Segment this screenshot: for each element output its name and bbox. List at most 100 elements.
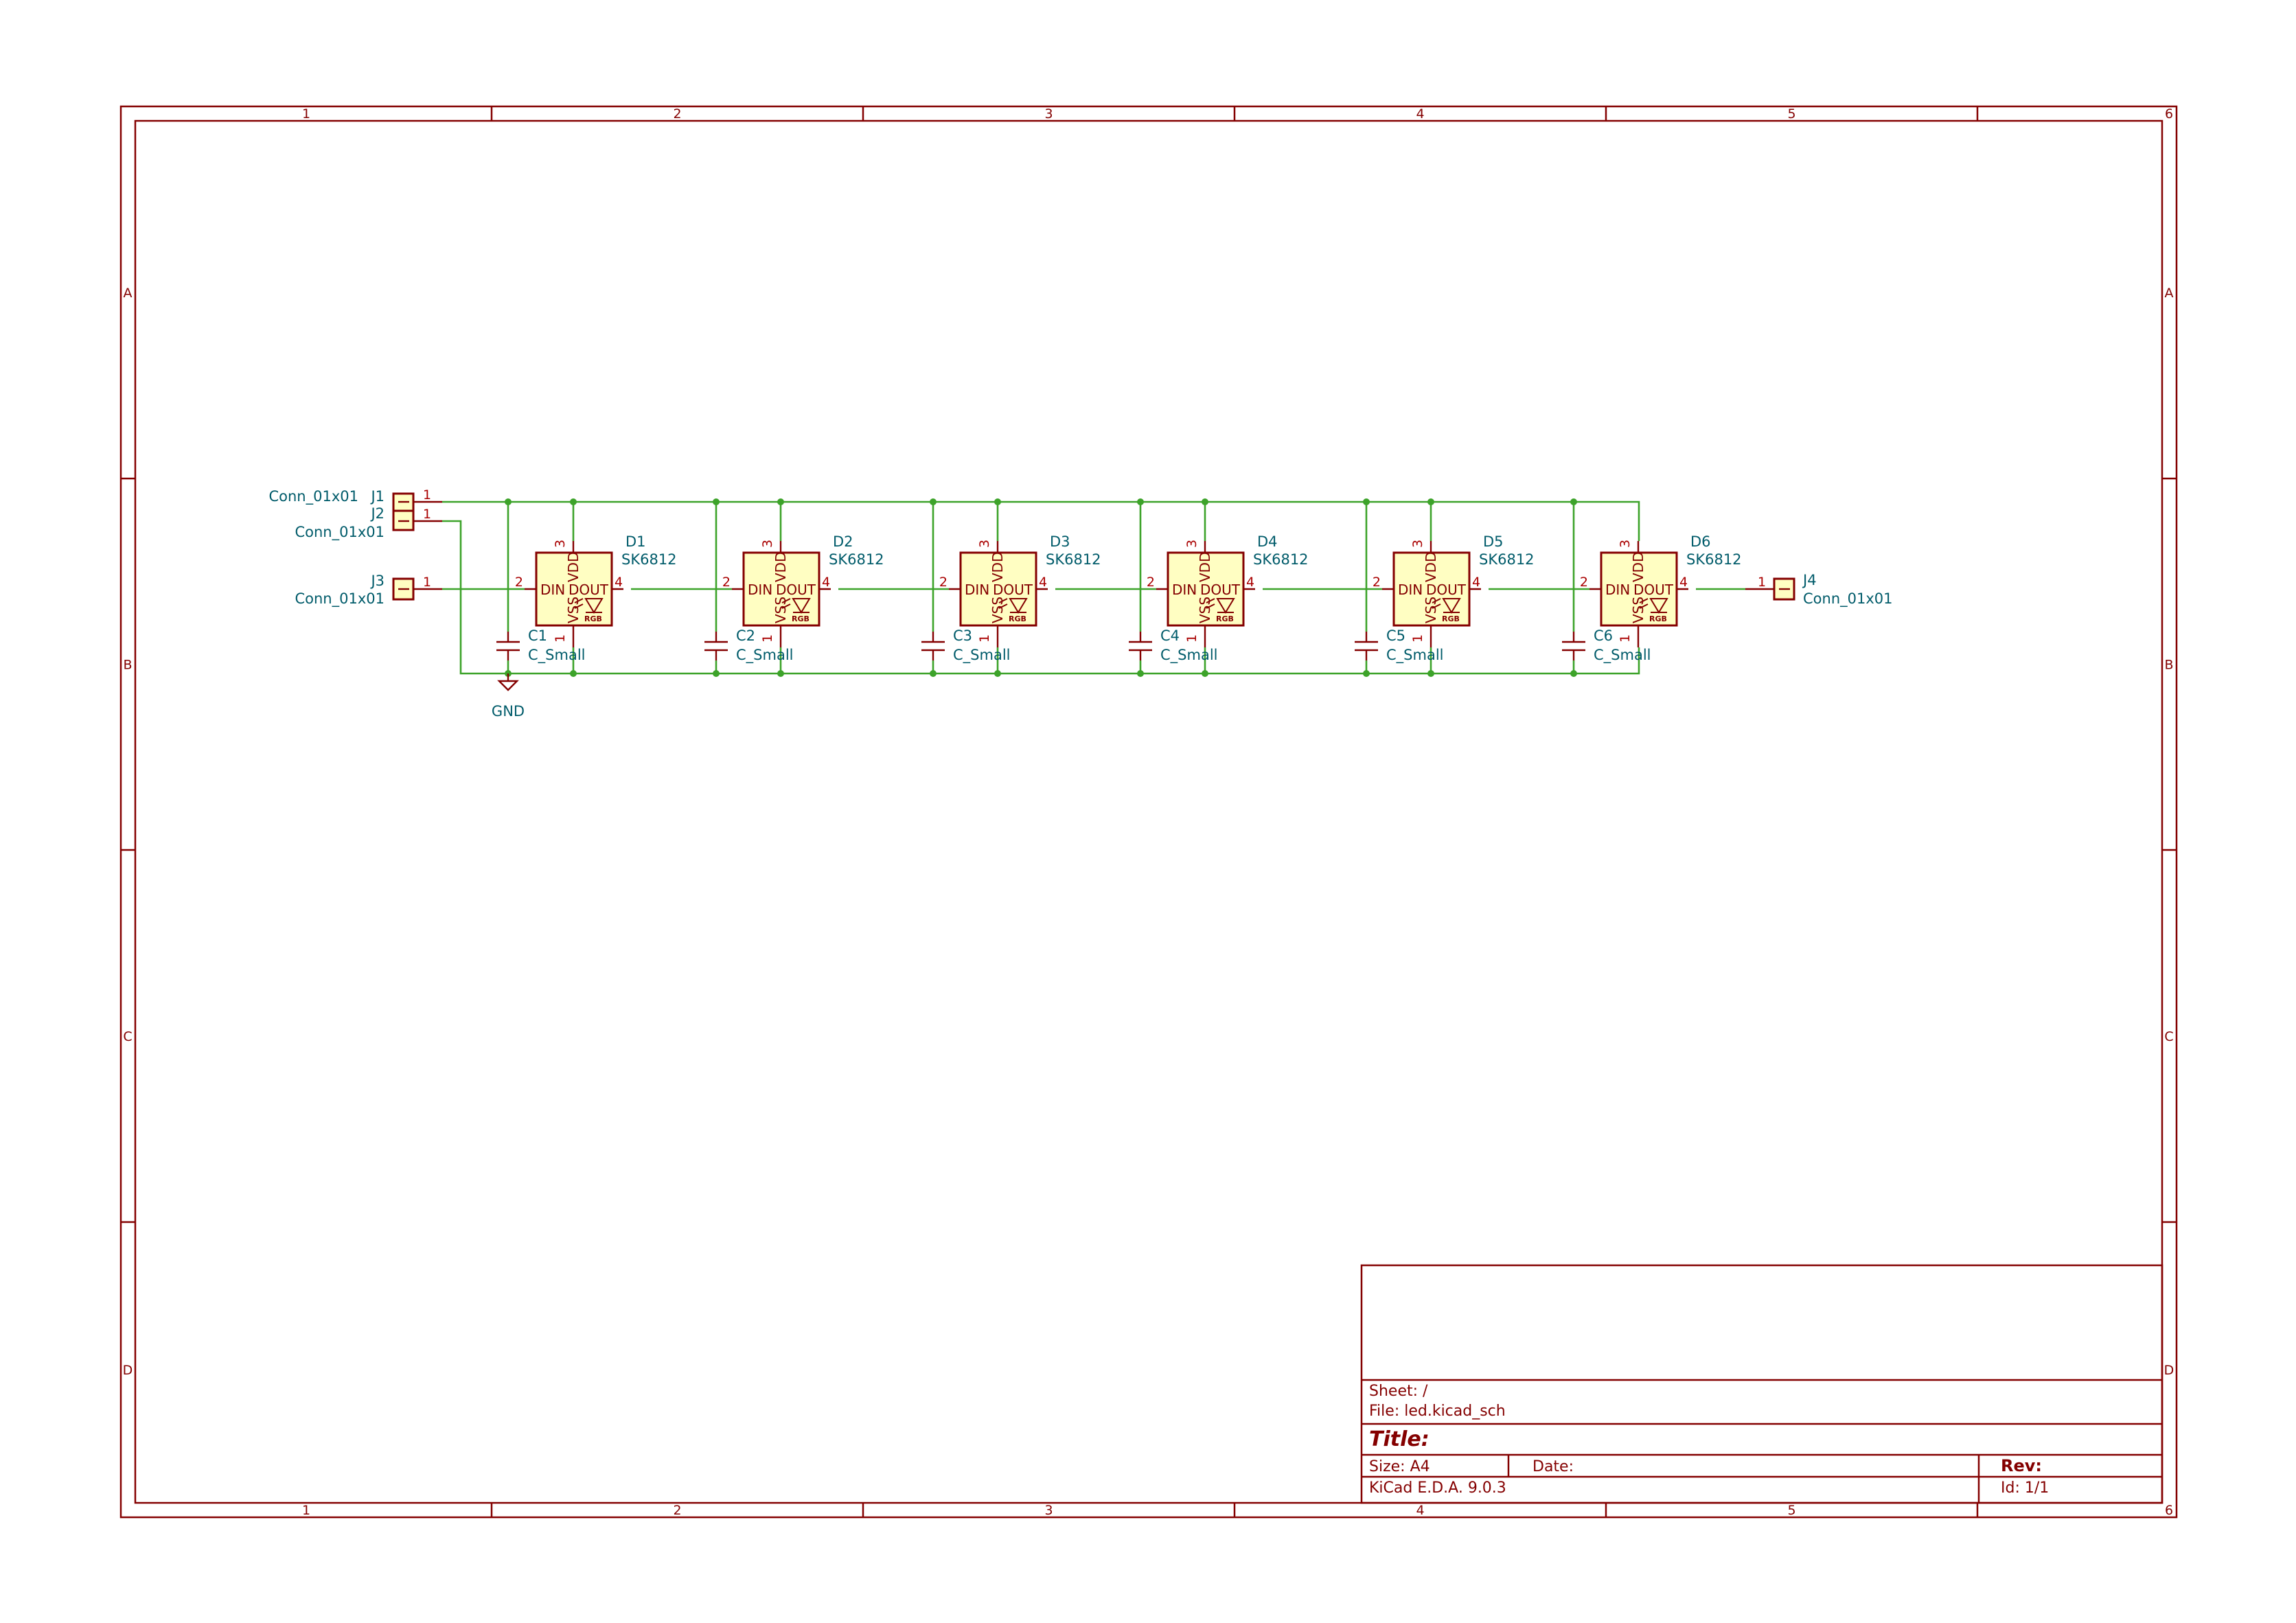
vdd-pin-name: VDD xyxy=(1197,552,1213,582)
wire-junction xyxy=(777,498,784,505)
vdd-pin-number: 3 xyxy=(1184,540,1199,548)
j3-value: Conn_01x01 xyxy=(295,590,384,608)
capacitor-c2[interactable]: C2C_Small xyxy=(704,628,794,664)
j3-pin-number: 1 xyxy=(423,575,431,590)
rgb-label: RGB xyxy=(1216,614,1234,623)
wire-junction xyxy=(713,670,720,677)
wire-junction xyxy=(1363,670,1370,677)
j1-reference: J1 xyxy=(369,488,384,505)
vdd-pin-number: 3 xyxy=(553,540,568,548)
title-field: Title: xyxy=(1369,1427,1430,1451)
vss-pin-number: 1 xyxy=(760,634,775,643)
title-block-border xyxy=(1360,1264,2163,1504)
column-label-4-top: 4 xyxy=(1416,106,1424,122)
vdd-pin-name: VDD xyxy=(1423,552,1439,582)
rgb-led-icon xyxy=(781,598,811,614)
led-value: SK6812 xyxy=(1046,551,1101,568)
column-label-6-top: 6 xyxy=(2165,106,2173,122)
wire-junction xyxy=(930,670,937,677)
wire-junction xyxy=(713,498,720,505)
connector-j1[interactable]: 1 J1 Conn_01x01 xyxy=(268,487,442,512)
file-name: File: led.kicad_sch xyxy=(1369,1403,1506,1420)
vdd-pin-number: 3 xyxy=(760,540,775,548)
capacitor-symbols: C1C_SmallC2C_SmallC3C_SmallC4C_SmallC5C_… xyxy=(496,628,1651,664)
sheet-name: Sheet: / xyxy=(1369,1383,1428,1400)
vss-pin-number: 1 xyxy=(1184,634,1199,643)
capacitor-reference: C4 xyxy=(1160,628,1180,644)
connector-j4[interactable]: 1 J4 Conn_01x01 xyxy=(1745,572,1893,608)
column-label-4-bottom: 4 xyxy=(1416,1503,1424,1518)
capacitor-reference: C2 xyxy=(736,628,755,644)
capacitor-c5[interactable]: C5C_Small xyxy=(1355,628,1444,664)
row-label-b-left: B xyxy=(123,658,132,673)
row-label-d-left: D xyxy=(123,1363,133,1378)
vdd-pin-name: VDD xyxy=(1630,552,1646,582)
column-label-3-top: 3 xyxy=(1044,106,1053,122)
vdd-rail-wire xyxy=(442,500,1640,541)
wire-junction xyxy=(1427,670,1434,677)
j1-pin-number: 1 xyxy=(423,487,431,503)
gnd-label: GND xyxy=(492,703,525,720)
wire-junction xyxy=(1427,498,1434,505)
vss-pin-number: 1 xyxy=(977,634,992,643)
vdd-pin-name: VDD xyxy=(772,552,789,582)
capacitor-value: C_Small xyxy=(1160,647,1218,664)
j4-reference: J4 xyxy=(1802,572,1817,588)
wire-junction xyxy=(930,498,937,505)
generator-text: KiCad E.D.A. 9.0.3 xyxy=(1369,1480,1506,1497)
connector-j3[interactable]: 1 J3 Conn_01x01 xyxy=(295,573,442,608)
dout-pin-number: 4 xyxy=(1039,575,1047,590)
wire-junction xyxy=(994,670,1001,677)
capacitor-value: C_Small xyxy=(1594,647,1651,664)
j1-value: Conn_01x01 xyxy=(268,488,358,505)
rgb-led-icon xyxy=(1639,598,1668,614)
j2-value: Conn_01x01 xyxy=(295,524,384,541)
rgb-led-icon xyxy=(1206,598,1235,614)
dout-pin-number: 4 xyxy=(1246,575,1254,590)
capacitor-c6[interactable]: C6C_Small xyxy=(1562,628,1651,664)
dout-pin-number: 4 xyxy=(615,575,623,590)
j2-reference: J2 xyxy=(369,505,384,522)
dout-pin-name: DOUT xyxy=(993,582,1033,598)
led-reference: D4 xyxy=(1257,533,1278,550)
gnd-rail-wire xyxy=(442,520,1640,675)
dout-pin-name: DOUT xyxy=(1426,582,1467,598)
column-label-1-top: 1 xyxy=(302,106,310,122)
rgb-led-icon xyxy=(574,598,604,614)
row-label-a-right: A xyxy=(2165,286,2174,301)
capacitor-c3[interactable]: C3C_Small xyxy=(921,628,1011,664)
din-pin-name: DIN xyxy=(540,582,565,598)
din-pin-number: 2 xyxy=(1373,575,1381,590)
gnd-icon xyxy=(497,680,519,691)
capacitor-c1[interactable]: C1C_Small xyxy=(496,628,586,664)
column-label-2-bottom: 2 xyxy=(673,1503,681,1518)
capacitor-c4[interactable]: C4C_Small xyxy=(1129,628,1218,664)
column-label-5-bottom: 5 xyxy=(1787,1503,1795,1518)
gnd-power-symbol[interactable]: GND xyxy=(492,674,525,720)
wire-junction xyxy=(777,670,784,677)
vss-pin-number: 1 xyxy=(1618,634,1633,643)
capacitor-value: C_Small xyxy=(953,647,1011,664)
vss-pin-number: 1 xyxy=(553,634,568,643)
din-pin-number: 2 xyxy=(939,575,948,590)
led-value: SK6812 xyxy=(1479,551,1535,568)
wire-junction xyxy=(570,498,577,505)
capacitor-reference: C3 xyxy=(953,628,972,644)
vdd-pin-number: 3 xyxy=(977,540,992,548)
wire-junction xyxy=(1202,670,1208,677)
din-pin-number: 2 xyxy=(1580,575,1588,590)
column-label-3-bottom: 3 xyxy=(1044,1503,1053,1518)
j2-pin-number: 1 xyxy=(423,507,431,522)
connector-j2[interactable]: 1 J2 Conn_01x01 xyxy=(295,505,442,541)
din-pin-name: DIN xyxy=(1172,582,1197,598)
wire-junction xyxy=(1137,670,1144,677)
rgb-led-icon xyxy=(998,598,1028,614)
